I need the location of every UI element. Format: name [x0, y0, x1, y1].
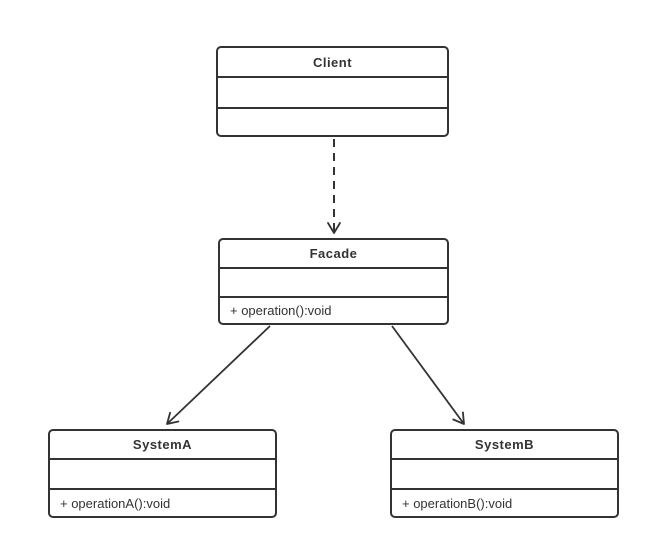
- class-box-facade: Facade + operation():void: [218, 238, 449, 325]
- association-arrow-facade-to-systemb: [391, 325, 465, 425]
- class-methods-client: [218, 109, 447, 135]
- class-name-systemb: SystemB: [392, 431, 617, 460]
- class-box-client: Client: [216, 46, 449, 137]
- class-name-client: Client: [218, 48, 447, 78]
- association-arrow-facade-to-systema: [166, 325, 271, 425]
- class-attributes-systema: [50, 460, 275, 490]
- class-box-systemb: SystemB + operationB():void: [390, 429, 619, 518]
- class-name-systema: SystemA: [50, 431, 275, 460]
- class-attributes-systemb: [392, 460, 617, 490]
- class-methods-systema: + operationA():void: [60, 495, 171, 511]
- class-box-systema: SystemA + operationA():void: [48, 429, 277, 518]
- class-attributes-client: [218, 78, 447, 109]
- class-name-facade: Facade: [220, 240, 447, 269]
- class-methods-systemb: + operationB():void: [402, 495, 513, 511]
- class-attributes-facade: [220, 269, 447, 298]
- class-methods-facade: + operation():void: [230, 303, 332, 318]
